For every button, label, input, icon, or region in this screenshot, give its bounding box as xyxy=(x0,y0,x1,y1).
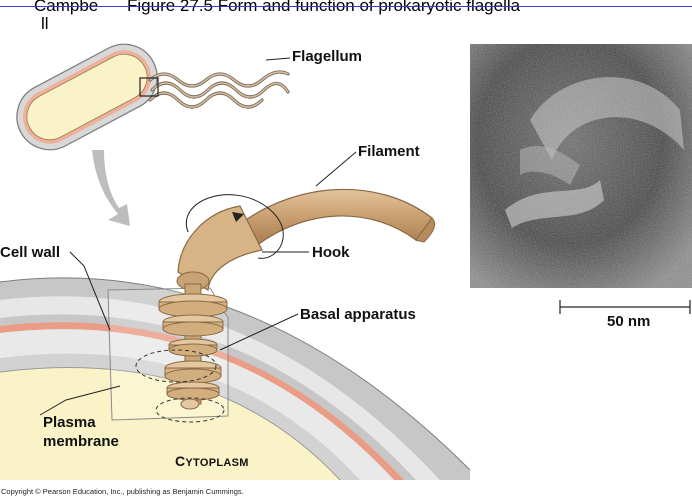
bacterium-illustration xyxy=(16,43,158,151)
label-basal-apparatus: Basal apparatus xyxy=(300,306,416,323)
label-flagellum: Flagellum xyxy=(292,48,363,65)
course-label-line2: ll xyxy=(41,14,49,33)
course-label: Campbe xyxy=(34,0,99,15)
flagella-strands xyxy=(148,70,290,109)
label-cytoplasm: CYTOPLASM xyxy=(175,453,249,469)
leader-lines xyxy=(39,151,357,416)
hook-shape xyxy=(177,205,263,292)
header-rule xyxy=(0,6,692,7)
label-filament: Filament xyxy=(358,143,420,160)
label-hook: Hook xyxy=(312,244,350,261)
label-cell-wall: Cell wall xyxy=(0,244,61,261)
label-plasma-membrane-1: Plasma xyxy=(43,414,96,431)
figure-title: Figure 27.5 Form and function of prokary… xyxy=(127,0,521,15)
ring-stack xyxy=(158,293,228,410)
copyright: Copyright © Pearson Education, Inc., pub… xyxy=(1,487,244,496)
label-plasma-membrane-2: membrane xyxy=(43,433,119,450)
filament-shape xyxy=(239,188,433,247)
label-cytoplasm-rest: YTOPLASM xyxy=(185,457,249,469)
zoom-arrow xyxy=(92,150,130,226)
scale-bar-label: 50 nm xyxy=(607,313,651,330)
label-cytoplasm-initial: C xyxy=(175,453,186,469)
scale-bar xyxy=(559,300,691,314)
zoom-box xyxy=(139,77,159,97)
electron-micrograph xyxy=(470,44,692,288)
